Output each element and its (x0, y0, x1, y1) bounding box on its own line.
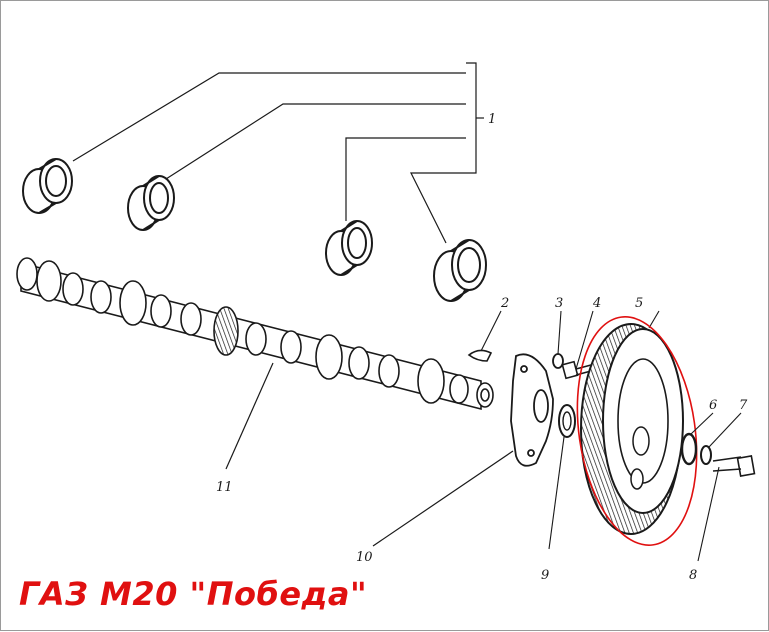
lock-washer (680, 412, 714, 466)
bolt-4 (561, 310, 594, 380)
bracket-leaders-1 (72, 62, 484, 244)
camshaft (16, 257, 494, 411)
bearing-bushing-3 (325, 220, 373, 276)
gear-highlight-outline (576, 316, 698, 546)
callout-6: 6 (709, 398, 717, 413)
callout-7: 7 (739, 398, 748, 413)
bearing-bushing-2 (127, 175, 175, 231)
spacer-ring (548, 404, 576, 550)
callout-5: 5 (635, 296, 643, 311)
callout-2: 2 (500, 296, 509, 311)
washer-7 (700, 412, 742, 465)
bearing-bushing-1 (22, 158, 73, 214)
callout-8: 8 (689, 568, 697, 583)
camshaft-gear (580, 310, 684, 535)
callout-11: 11 (216, 480, 233, 495)
leader-11 (225, 362, 274, 470)
thrust-flange (510, 353, 554, 467)
bearing-bushing-4 (433, 239, 487, 302)
washer-3 (552, 310, 564, 369)
leader-10 (372, 450, 514, 547)
callout-4: 4 (592, 296, 601, 311)
callout-10: 10 (356, 550, 373, 565)
callout-1: 1 (488, 112, 496, 127)
woodruff-key (467, 310, 502, 362)
diagram-caption: ГАЗ М20 "Победа" (19, 575, 368, 613)
bolt-8 (697, 454, 756, 562)
callout-9: 9 (541, 568, 549, 583)
callout-3: 3 (555, 296, 563, 311)
